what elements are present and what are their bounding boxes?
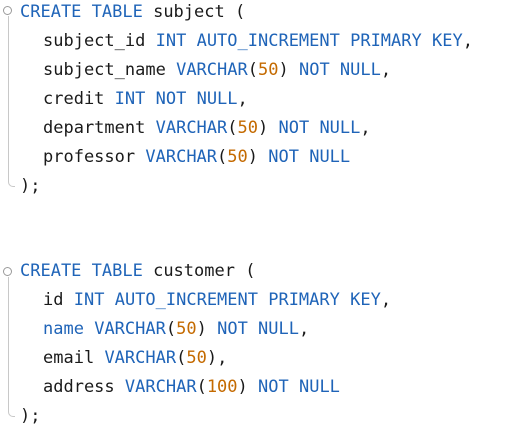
code-line[interactable]: );: [20, 172, 40, 201]
code-line[interactable]: name VARCHAR(50) NOT NULL,: [43, 319, 310, 339]
fold-guide-line: [8, 277, 9, 412]
column-size: 50: [237, 118, 258, 138]
close-statement: );: [20, 176, 41, 196]
column-name: professor: [43, 147, 136, 167]
fold-toggle-icon[interactable]: [3, 6, 12, 15]
code-line[interactable]: );: [20, 402, 40, 431]
column-name: id: [43, 290, 64, 310]
column-name: credit: [43, 89, 105, 109]
column-size: 50: [257, 60, 279, 80]
create-keyword: CREATE TABLE: [20, 261, 143, 281]
column-type: VARCHAR: [145, 147, 218, 167]
column-size: 100: [206, 377, 238, 397]
column-type: VARCHAR: [94, 319, 166, 339]
column-type: INT: [155, 31, 187, 51]
column-constraints: NOT NULL: [258, 377, 340, 397]
code-line[interactable]: id INT AUTO_INCREMENT PRIMARY KEY,: [20, 286, 391, 315]
open-paren: (: [234, 261, 256, 281]
open-paren: (: [224, 2, 246, 22]
line-end: ,: [298, 319, 310, 339]
column-name: email: [43, 348, 95, 368]
column-constraints: NOT NULL: [298, 60, 381, 80]
column-constraints: AUTO_INCREMENT PRIMARY KEY: [114, 290, 381, 310]
column-name: subject_id: [43, 31, 146, 51]
column-constraints: NOT NULL: [155, 89, 238, 109]
code-line[interactable]: email VARCHAR(50),: [43, 348, 228, 368]
column-type: INT: [73, 290, 105, 310]
code-line[interactable]: subject_id INT AUTO_INCREMENT PRIMARY KE…: [20, 27, 473, 56]
table-name: customer: [153, 261, 235, 281]
column-constraints: AUTO_INCREMENT PRIMARY KEY: [196, 31, 463, 51]
column-name: subject_name: [43, 60, 166, 80]
column-size: 50: [227, 147, 248, 167]
column-name: department: [43, 118, 146, 138]
code-line[interactable]: credit INT NOT NULL,: [20, 85, 248, 114]
column-type: VARCHAR: [104, 348, 177, 368]
column-name: name: [43, 319, 84, 339]
fold-end-icon: [8, 180, 15, 187]
column-size: 50: [176, 319, 197, 339]
column-constraints: NOT NULL: [268, 147, 351, 167]
column-constraints: NOT NULL: [217, 319, 299, 339]
fold-toggle-icon[interactable]: [3, 267, 12, 276]
code-line[interactable]: subject_name VARCHAR(50) NOT NULL,: [43, 60, 392, 80]
line-end: ,: [380, 290, 392, 310]
line-end: ,: [380, 60, 392, 80]
line-end: ,: [360, 118, 371, 138]
column-name: address: [43, 377, 115, 397]
code-line[interactable]: CREATE TABLE customer (: [20, 257, 255, 286]
line-end: ,: [217, 348, 228, 368]
fold-guide-line: [8, 16, 9, 182]
column-type: VARCHAR: [176, 60, 248, 80]
column-constraints: NOT NULL: [278, 118, 361, 138]
column-type: VARCHAR: [124, 377, 197, 397]
code-line[interactable]: professor VARCHAR(50) NOT NULL: [43, 147, 351, 167]
fold-end-icon: [8, 410, 15, 417]
line-end: ,: [462, 31, 473, 51]
column-size: 50: [186, 348, 207, 368]
table-name: subject: [153, 2, 225, 22]
column-type: INT: [114, 89, 146, 109]
code-line[interactable]: department VARCHAR(50) NOT NULL,: [43, 118, 371, 138]
line-end: ,: [237, 89, 248, 109]
code-line[interactable]: CREATE TABLE subject (: [20, 0, 245, 27]
create-keyword: CREATE TABLE: [20, 2, 143, 22]
column-type: VARCHAR: [155, 118, 228, 138]
code-line[interactable]: address VARCHAR(100) NOT NULL: [43, 377, 340, 397]
close-statement: );: [20, 406, 41, 426]
